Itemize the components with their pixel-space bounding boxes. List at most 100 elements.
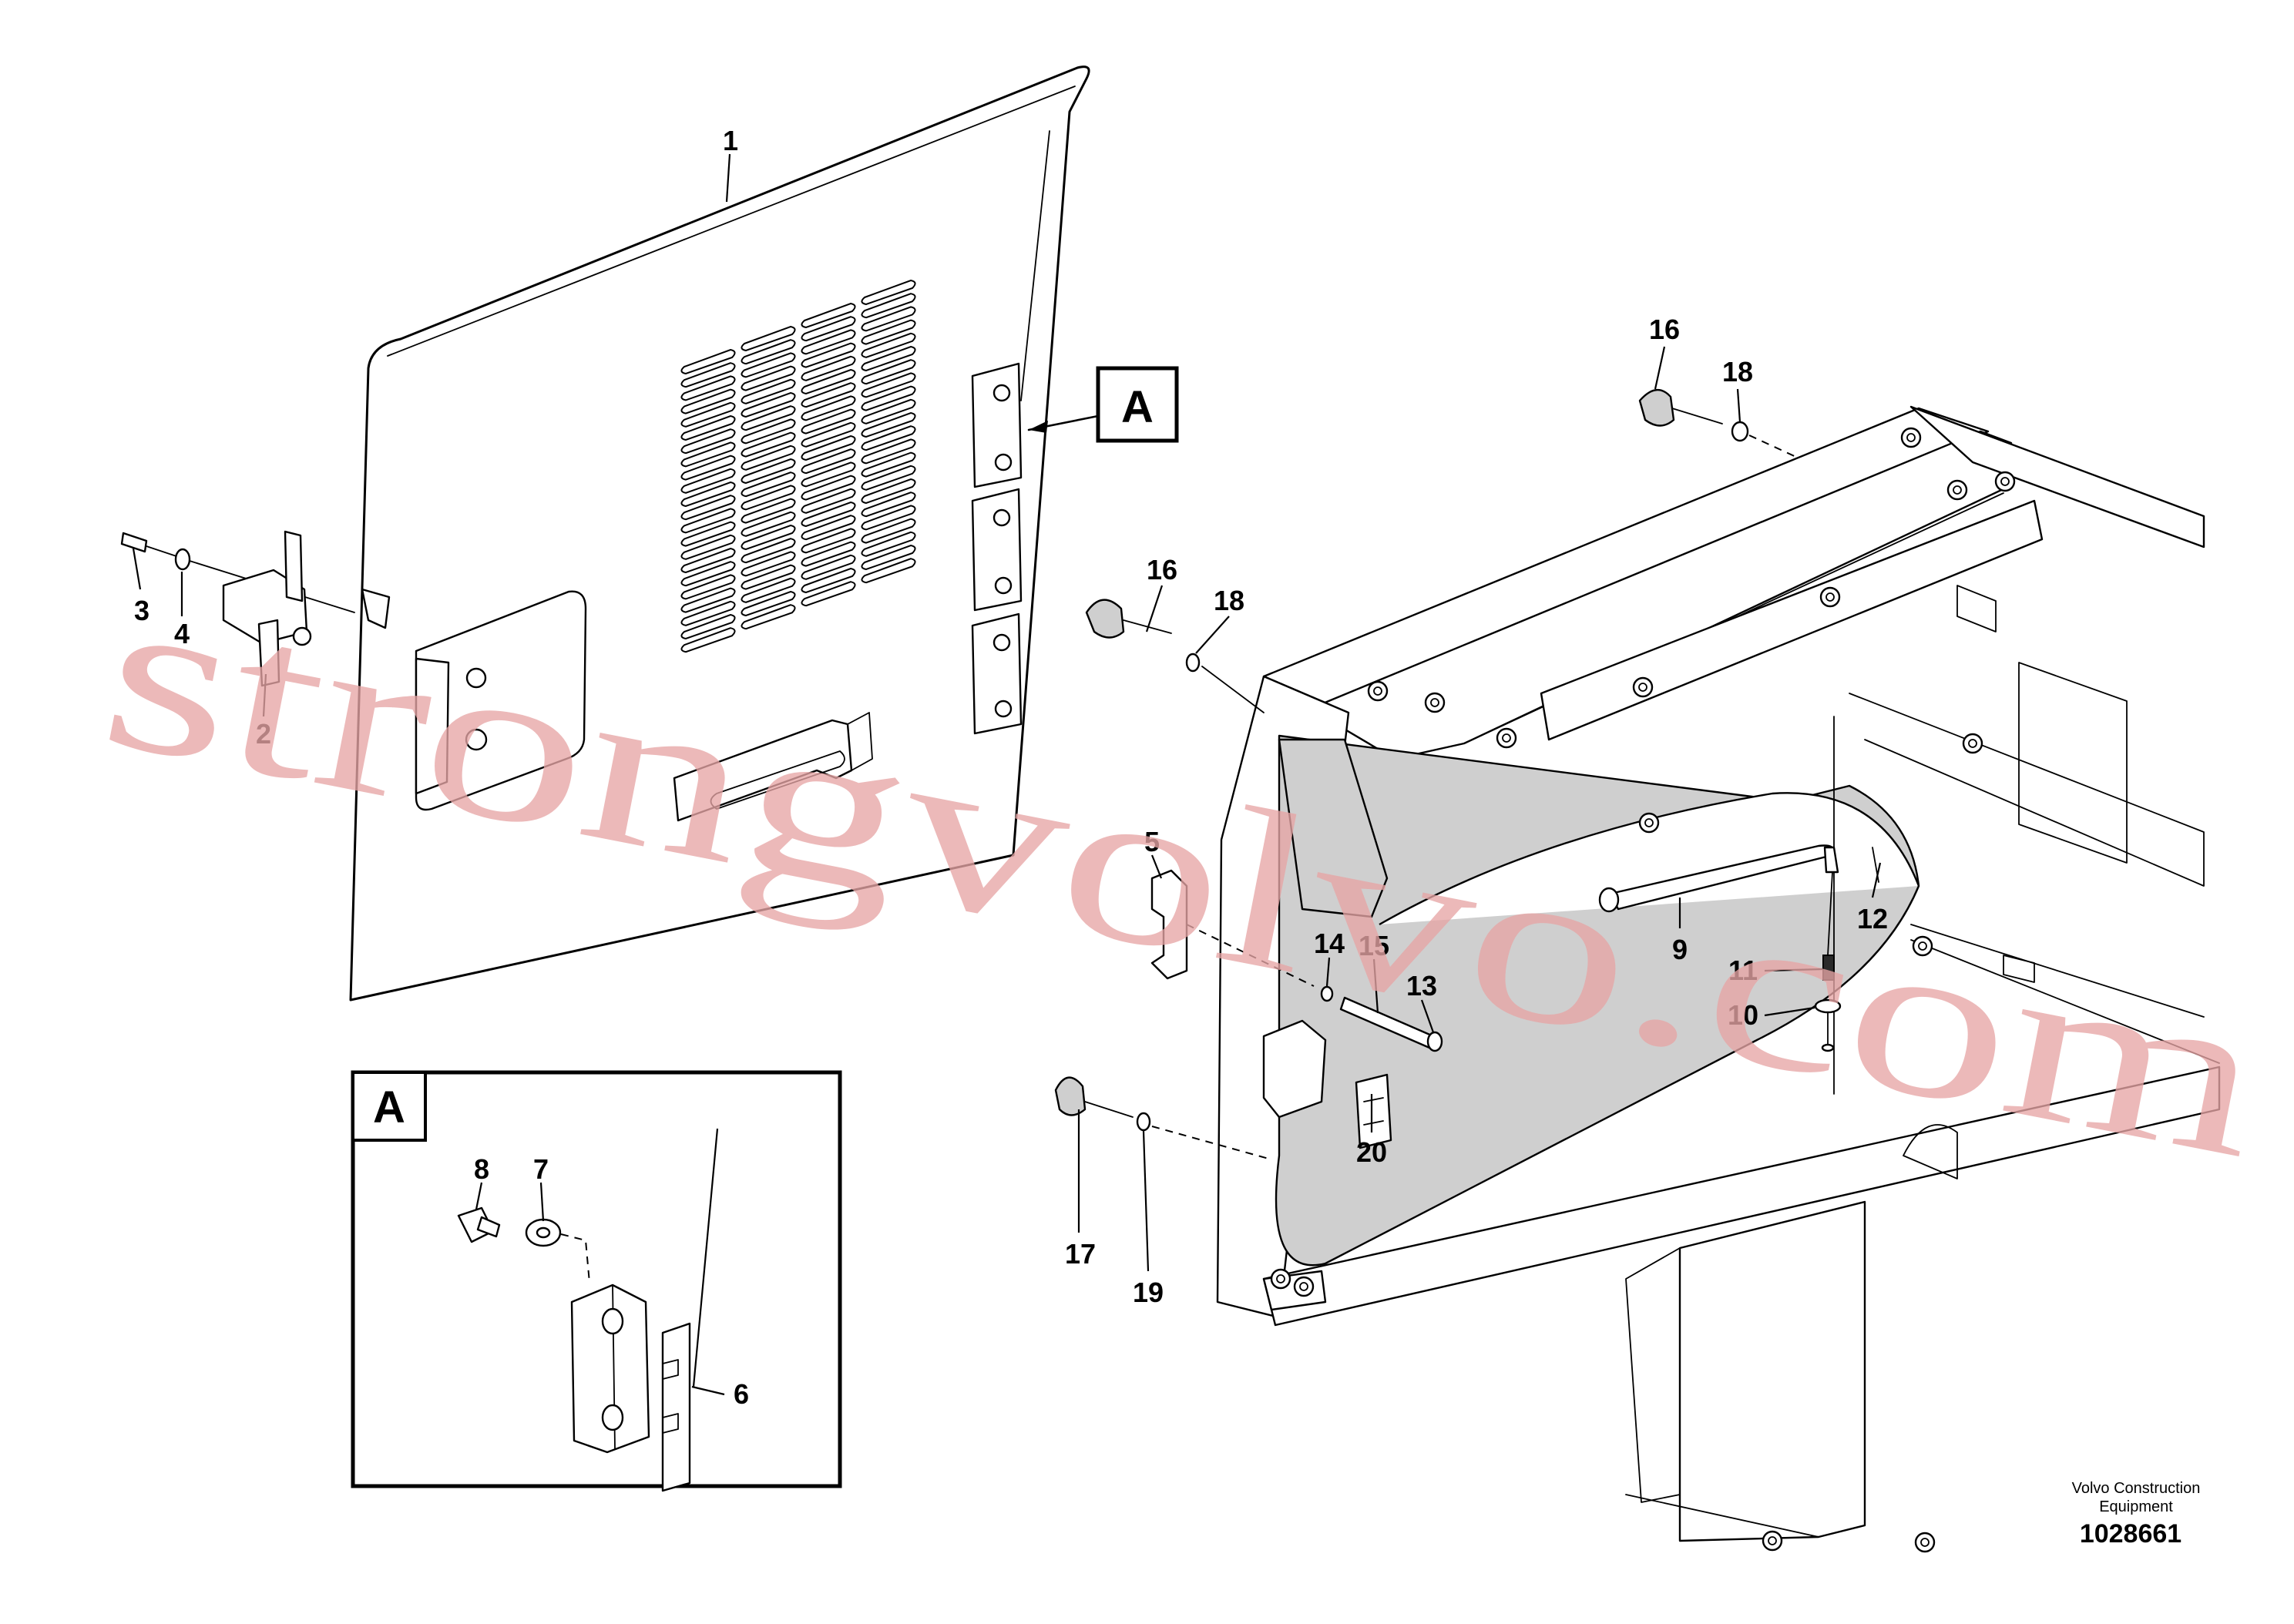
company-line-1: Volvo Construction — [2072, 1480, 2201, 1497]
frame-bolt — [1293, 1276, 1315, 1297]
louver-slot — [861, 372, 916, 398]
louver-slot — [801, 581, 856, 607]
louver-slot — [741, 564, 796, 590]
louver-slot — [741, 365, 796, 391]
louver-slot — [741, 524, 796, 551]
louver-slot — [680, 521, 736, 547]
louver-slot — [861, 345, 916, 372]
louver-slot — [680, 627, 736, 653]
louver-slot — [680, 455, 736, 481]
part-label-16b: 16 — [1147, 554, 1177, 586]
part-label-5: 5 — [1144, 826, 1160, 857]
louver-slot — [861, 385, 916, 411]
louver-slot — [861, 518, 916, 544]
frame-bolt-center — [1968, 739, 1977, 748]
frame-bolt-center — [1906, 433, 1916, 442]
louver-slot — [801, 475, 856, 501]
frame-bolt — [1914, 1532, 1936, 1553]
frame-bolts — [1270, 427, 2016, 1553]
louver-slot — [680, 388, 736, 414]
louver-slot — [861, 293, 916, 319]
louver-slot — [861, 279, 916, 306]
frame-bolt — [1900, 427, 1922, 448]
drawing-footer: Volvo Construction Equipment 1028661 — [2072, 1480, 2201, 1549]
louver-slot — [801, 501, 856, 528]
detail-a-callout[interactable]: A — [1027, 366, 1179, 443]
frame-bolt — [1994, 471, 2016, 492]
louver-slot — [741, 431, 796, 458]
louver-slot — [801, 382, 856, 408]
frame-bolt — [1819, 586, 1841, 608]
side-door-panel — [349, 65, 1090, 1002]
louver-slot — [861, 319, 916, 345]
part-label-18b: 18 — [1214, 585, 1244, 616]
louver-slot — [861, 478, 916, 505]
louver-slot — [741, 604, 796, 630]
louver-slot — [741, 471, 796, 498]
louver-slot — [801, 554, 856, 580]
frame-bolt — [1912, 935, 1933, 957]
part-label-18a: 18 — [1722, 356, 1753, 388]
frame-bolt-center — [1953, 485, 1962, 495]
louver-slot — [861, 438, 916, 465]
louver-slot — [680, 600, 736, 626]
part-label-19: 19 — [1133, 1277, 1164, 1308]
frame-bolt — [1638, 812, 1660, 834]
frame-bolt-center — [1299, 1282, 1308, 1291]
leader-lines — [132, 153, 1882, 1396]
part-number-labels: 1 2 3 4 5 6 7 8 9 10 11 12 13 14 15 16 1… — [134, 125, 1888, 1410]
louver-slot — [741, 391, 796, 418]
louver-slot — [741, 590, 796, 617]
part-label-17: 17 — [1065, 1238, 1096, 1270]
ventilation-louvers — [680, 279, 916, 653]
frame-bolt-center — [1768, 1536, 1777, 1545]
louver-slot — [680, 348, 736, 375]
louver-slot — [801, 528, 856, 554]
louver-slot — [801, 342, 856, 368]
louver-slot — [801, 461, 856, 488]
louver-slot — [680, 468, 736, 494]
louver-slot — [741, 511, 796, 537]
frame-bolt-center — [1920, 1538, 1930, 1547]
louver-slot — [861, 398, 916, 424]
frame-bolt-center — [1502, 733, 1511, 743]
frame-bolt — [1946, 479, 1968, 501]
part-label-4: 4 — [174, 618, 190, 649]
part-label-7: 7 — [533, 1153, 549, 1185]
louver-slot — [741, 498, 796, 524]
louver-slot — [861, 505, 916, 531]
louver-slot — [801, 515, 856, 541]
frame-bolt-center — [1276, 1274, 1285, 1283]
louver-slot — [861, 544, 916, 571]
louver-slot — [801, 541, 856, 567]
frame-bolt — [1367, 680, 1389, 702]
louver-slot — [741, 551, 796, 577]
company-line-2: Equipment — [2099, 1498, 2173, 1515]
louver-slot — [801, 488, 856, 514]
detail-a-box-letter: A — [373, 1082, 405, 1132]
louver-slot — [861, 332, 916, 358]
clips — [1150, 869, 1443, 1149]
part-label-16a: 16 — [1649, 314, 1680, 345]
frame-bolt-center — [1638, 683, 1647, 692]
louver-slot — [861, 465, 916, 491]
louver-slot — [680, 561, 736, 587]
louver-slot — [741, 485, 796, 511]
part-label-14: 14 — [1314, 928, 1345, 959]
louver-slot — [801, 368, 856, 395]
louver-slot — [741, 378, 796, 404]
frame-bolt-center — [1918, 941, 1927, 951]
louver-slot — [801, 435, 856, 461]
louver-slot — [680, 495, 736, 521]
louver-slot — [680, 375, 736, 401]
louver-slot — [741, 339, 796, 365]
part-label-11: 11 — [1728, 955, 1758, 986]
detail-a-inset: A — [351, 1070, 842, 1492]
louver-slot — [680, 613, 736, 640]
frame-bolt — [1962, 733, 1983, 754]
louver-slot — [741, 418, 796, 445]
louver-slot — [741, 325, 796, 352]
machine-frame — [1216, 405, 2221, 1553]
